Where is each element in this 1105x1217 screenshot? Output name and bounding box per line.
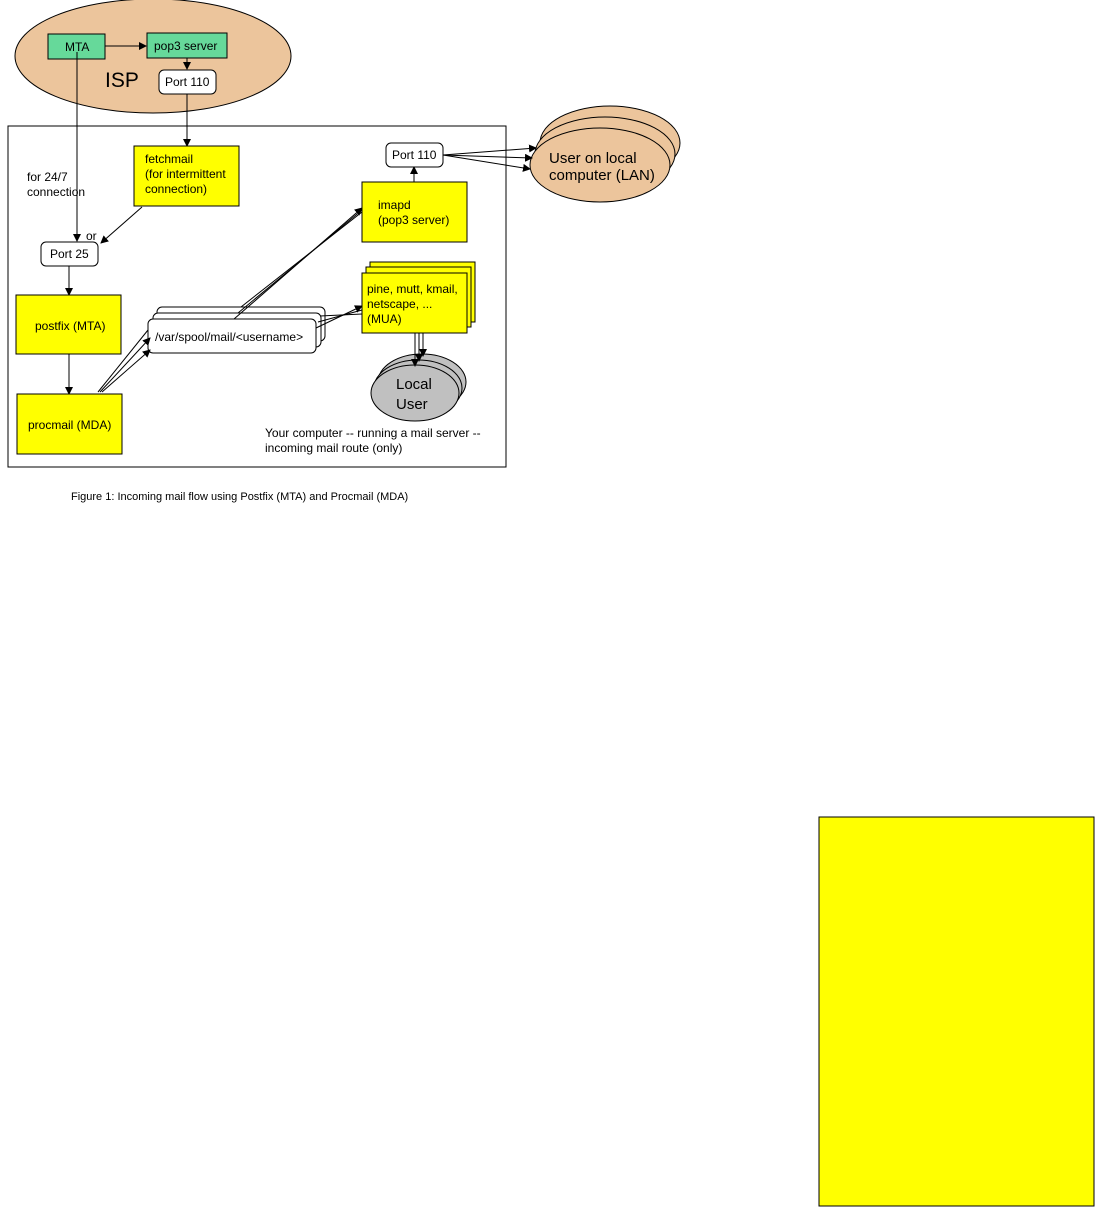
- your-computer-frame: [7, 125, 507, 468]
- local-user-cloud: Local User: [370, 353, 467, 422]
- procmail-box: procmail (MDA): [16, 393, 123, 455]
- svg-text:Local: Local: [396, 376, 432, 393]
- svg-text:ISP: ISP: [105, 69, 139, 92]
- isp-port110-box: Port 110: [158, 69, 217, 95]
- svg-text:for 24/7: for 24/7: [27, 170, 68, 184]
- local-port110-box: Port 110: [385, 142, 444, 168]
- svg-text:connection): connection): [145, 182, 207, 196]
- svg-text:connection: connection: [27, 185, 85, 199]
- svg-text:Port 110: Port 110: [165, 75, 210, 89]
- svg-text:postfix (MTA): postfix (MTA): [35, 319, 105, 333]
- svg-text:Port 25: Port 25: [50, 247, 89, 261]
- svg-text:netscape, ...: netscape, ...: [367, 297, 432, 311]
- mail-spool-box: /var/spool/mail/<username>: [147, 306, 326, 354]
- svg-text:MTA: MTA: [65, 40, 89, 54]
- figure-caption: Figure 1: Incoming mail flow using Postf…: [71, 491, 408, 503]
- mua-box: pine, mutt, kmail, netscape, ... (MUA): [361, 261, 476, 334]
- lan-user-cloud: User on local computer (LAN): [529, 105, 681, 203]
- imapd-box: imapd (pop3 server): [361, 181, 468, 243]
- svg-text:imapd: imapd: [378, 198, 411, 212]
- pop3-server-box: pop3 server: [146, 32, 228, 59]
- note-24-7: for 24/7 connection: [27, 170, 85, 199]
- svg-text:Your computer -- running a mai: Your computer -- running a mail server -…: [265, 426, 481, 440]
- svg-text:fetchmail: fetchmail: [145, 152, 193, 166]
- svg-text:pine, mutt, kmail,: pine, mutt, kmail,: [367, 282, 458, 296]
- svg-text:(pop3 server): (pop3 server): [378, 213, 449, 227]
- svg-text:procmail (MDA): procmail (MDA): [28, 418, 111, 432]
- computer-caption: Your computer -- running a mail server -…: [265, 426, 481, 455]
- postfix-box: postfix (MTA): [15, 294, 122, 355]
- fetchmail-box: fetchmail (for intermittent connection): [133, 145, 240, 207]
- svg-text:/var/spool/mail/<username>: /var/spool/mail/<username>: [155, 330, 303, 344]
- yellow-block: [818, 816, 1095, 1207]
- or-label: or: [86, 229, 97, 243]
- svg-text:User: User: [396, 396, 428, 413]
- svg-text:(MUA): (MUA): [367, 312, 402, 326]
- svg-text:(for intermittent: (for intermittent: [145, 167, 226, 181]
- svg-text:computer (LAN): computer (LAN): [549, 167, 655, 184]
- port25-box: Port 25: [40, 241, 99, 267]
- svg-text:Port 110: Port 110: [392, 148, 437, 162]
- svg-text:pop3 server: pop3 server: [154, 39, 217, 53]
- svg-text:incoming mail route (only): incoming mail route (only): [265, 441, 402, 455]
- svg-text:User on local: User on local: [549, 150, 637, 167]
